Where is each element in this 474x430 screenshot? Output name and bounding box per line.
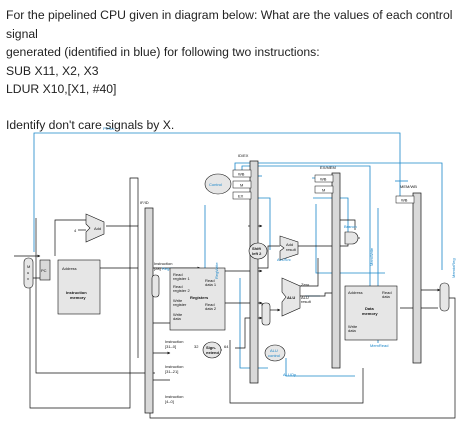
bits-32-label: 32 [194, 344, 199, 349]
idex-m-field: M [240, 183, 243, 188]
branch-label: Branch [344, 224, 357, 229]
write-register-b: register [173, 302, 187, 307]
read-data-2-b: data 2 [205, 306, 217, 311]
ex-mem-label: EX/MEM [320, 165, 336, 170]
zero-label: Zero [301, 282, 310, 287]
instr-31-21-label-2: [31–21] [165, 369, 178, 374]
imem-label-2: memory [70, 295, 86, 300]
question-line-1: For the pipelined CPU given in diagram b… [6, 8, 453, 41]
question-prompt: Identify don't care signals by X. [6, 117, 175, 132]
read-register-2-a: Read [173, 284, 183, 289]
registers-label: Registers [190, 295, 209, 300]
memwb-wb-field: WB [401, 198, 408, 203]
branch-adder [279, 235, 299, 261]
pc-adder-label: Add [94, 226, 101, 231]
sign-extend-label-1: Sign- [206, 345, 217, 350]
mem-wb-label: MEM/WB [400, 184, 417, 189]
instr-top-label-1: Instruction [154, 261, 172, 266]
sign-extend [202, 341, 222, 359]
data-memory [344, 285, 398, 341]
exmem-m-field: M [322, 188, 325, 193]
control-unit [204, 173, 232, 195]
dmem-address-label: Address [348, 290, 363, 295]
pc-label: PC [41, 268, 47, 273]
instr-31-0-label-1: Instruction [165, 339, 183, 344]
read-register-1-a: Read [173, 272, 183, 277]
branch-adder-label-2: result [286, 247, 297, 252]
if-id-label: IF/ID [140, 200, 149, 205]
dmem-read-data-2: data [382, 294, 391, 299]
pc-mux-label: M [27, 264, 30, 269]
alu-result-label-1: ALU [301, 295, 309, 300]
alu-control-label-2: control [268, 353, 280, 358]
pc-register [39, 259, 51, 281]
imem-label-1: Instruction [66, 290, 87, 295]
idex-ex-field: EX [238, 194, 244, 199]
constant-four: 4 [74, 228, 77, 233]
read-register-2-b: register 2 [173, 288, 190, 293]
id-ex-register [249, 160, 259, 384]
shift-left-2 [248, 242, 268, 260]
pipelined-cpu-diagram: ID/EX EX/MEM MEM/WB IF/ID WB M EX WB M W… [14, 126, 456, 419]
pipeline-registers [144, 160, 422, 414]
pc-mux [23, 257, 34, 289]
alu-result-label-2: result [301, 299, 312, 304]
bits-64-label: 64 [224, 344, 229, 349]
instr-4-0-label-2: [4–0] [165, 399, 174, 404]
write-data-b: data [173, 316, 182, 321]
shift-left-label-1: Shift [252, 246, 262, 251]
id-ex-label: ID/EX [238, 153, 249, 158]
register-file [169, 267, 226, 331]
svg-text:u: u [27, 270, 29, 275]
read-data-1-a: Read [205, 278, 215, 283]
instruction-2: LDUR X10,[X1, #40] [6, 82, 117, 96]
read-register-1-b: register 1 [173, 276, 190, 281]
write-data-a: Write [173, 312, 183, 317]
control-label: Control [209, 182, 222, 187]
dmem-write-data-1: Write [348, 324, 358, 329]
dmem-label-2: memory [362, 311, 378, 316]
exmem-wb-field: WB [320, 177, 327, 182]
memtoreg-mux [439, 282, 450, 312]
pc-adder [85, 213, 105, 243]
if-id-register [144, 207, 154, 414]
alu-control-label-1: ALU [270, 348, 278, 353]
memwrite-label: MemWrite [369, 247, 374, 266]
alusrc-mux [261, 302, 271, 326]
instr-31-0-label-2: [31–0] [165, 344, 176, 349]
instr-4-0-label-1: Instruction [165, 394, 183, 399]
svg-text:x: x [27, 276, 29, 281]
alu-control [264, 344, 286, 362]
imem-address-label: Address [62, 266, 77, 271]
ex-mem-register [331, 172, 341, 369]
regwrite-label: RegWrite [214, 262, 219, 279]
memtoreg-label: MemtoReg [451, 258, 456, 278]
instruction-1: SUB X11, X2, X3 [6, 63, 99, 78]
alu-label: ALU [287, 295, 295, 300]
question-line-2: generated (identified in blue) for follo… [6, 45, 320, 59]
mem-wb-register [412, 192, 422, 364]
dmem-label-1: Data [365, 306, 374, 311]
instr-top-label-2: [28] [154, 266, 161, 271]
write-register-a: Write [173, 298, 183, 303]
aluop-label: ALUOp [283, 372, 297, 377]
alu [281, 277, 301, 317]
alusrc-label: ALUSrc [277, 257, 291, 262]
read-data-2-a: Read [205, 302, 215, 307]
branch-and-gate [344, 231, 359, 245]
pcsrc-label: PCSrc [103, 126, 115, 131]
dmem-read-data-1: Read [382, 290, 392, 295]
idex-wb-field: WB [238, 172, 245, 177]
read-data-1-b: data 1 [205, 282, 217, 287]
sign-extend-label-2: extend [206, 350, 219, 355]
dmem-write-data-2: data [348, 328, 357, 333]
shift-left-label-2: left 2 [252, 251, 262, 256]
instr-31-21-label-1: Instruction [165, 364, 183, 369]
memread-label: MemRead [370, 343, 388, 348]
reg2loc-mux [151, 274, 160, 298]
branch-adder-label-1: Add [286, 242, 293, 247]
instruction-memory [57, 259, 101, 315]
control-fields: WB M EX WB M WB [232, 169, 415, 204]
question-text: For the pipelined CPU given in diagram b… [6, 6, 468, 134]
